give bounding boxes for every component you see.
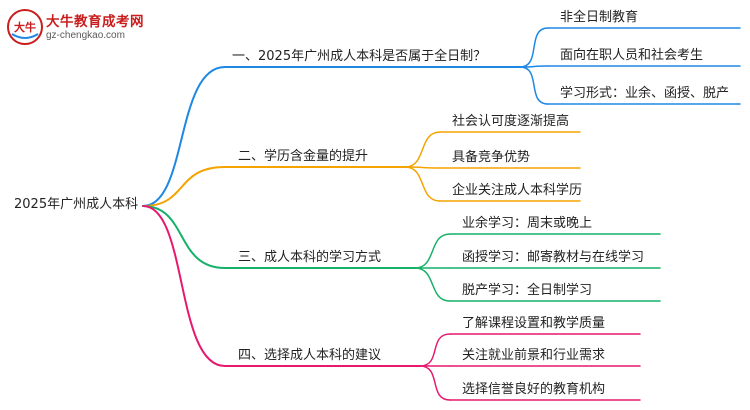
- branch-connector: [142, 166, 226, 207]
- child-label: 脱产学习：全日制学习: [462, 283, 593, 298]
- child-label: 选择信誉良好的教育机构: [462, 382, 606, 397]
- logo-mark-text: 大牛: [14, 20, 36, 34]
- child-label: 面向在职人员和社会考生: [560, 48, 704, 63]
- child-connector: [419, 365, 451, 401]
- child-connector: [414, 233, 451, 269]
- child-label: 了解课程设置和教学质量: [462, 316, 606, 331]
- site-logo: 大牛 大牛教育成考网 gz-chengkao.com: [6, 6, 176, 50]
- child-connector: [519, 66, 549, 105]
- child-connector: [519, 27, 549, 68]
- child-connector: [419, 333, 451, 367]
- branch-connector: [142, 205, 226, 269]
- child-label: 具备竞争优势: [452, 150, 531, 165]
- child-connector: [404, 131, 441, 168]
- child-label: 社会认可度逐渐提高: [452, 114, 570, 129]
- branch-label: 三、成人本科的学习方式: [238, 250, 382, 265]
- child-label: 业余学习：周末或晚上: [462, 216, 593, 231]
- mindmap-root: 2025年广州成人本科: [14, 197, 139, 212]
- branch-connector: [142, 66, 226, 207]
- logo-title: 大牛教育成考网: [46, 14, 144, 30]
- child-label: 非全日制教育: [560, 10, 639, 25]
- branch-connector: [142, 205, 226, 367]
- logo-emblem-icon: 大牛: [7, 9, 43, 45]
- child-label: 关注就业前景和行业需求: [462, 348, 606, 363]
- child-connector: [404, 166, 441, 202]
- logo-url: gz-chengkao.com: [46, 30, 125, 41]
- branch-label: 四、选择成人本科的建议: [238, 348, 382, 363]
- branch-label: 一、2025年广州成人本科是否属于全日制？: [232, 49, 487, 64]
- child-connector: [414, 267, 451, 302]
- child-label: 企业关注成人本科学历: [452, 183, 583, 198]
- child-label: 学习形式：业余、函授、脱产: [560, 86, 730, 101]
- branch-label: 二、学历含金量的提升: [238, 149, 369, 164]
- child-label: 函授学习：邮寄教材与在线学习: [462, 250, 645, 265]
